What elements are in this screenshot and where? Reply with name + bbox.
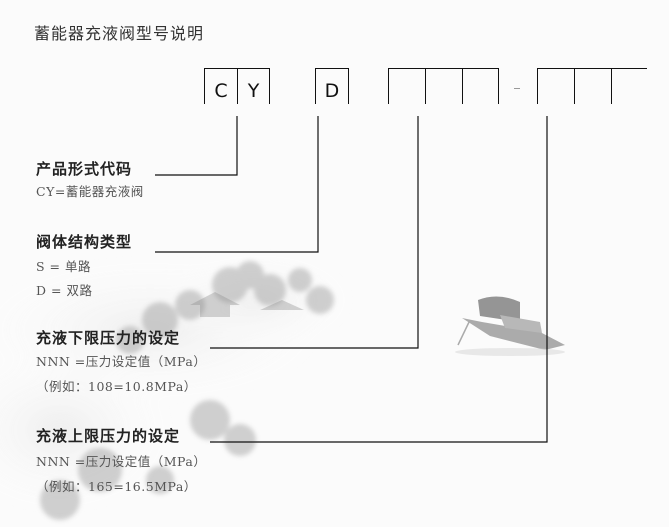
section-desc-upper-pressure: NNN =压力设定值（MPa） <box>36 454 207 469</box>
section-desc-product-code: CY=蓄能器充液阀 <box>36 184 144 199</box>
code-box-6 <box>462 68 499 104</box>
pavilion-shape <box>190 292 304 317</box>
code-box-9 <box>611 68 647 104</box>
section-desc-lower-pressure: NNN =压力设定值（MPa） <box>36 354 207 369</box>
section-heading-valve-type: 阀体结构类型 <box>36 233 133 251</box>
section-desc-valve-type-single: S = 单路 <box>36 259 91 274</box>
code-box-1: C <box>204 68 237 104</box>
code-separator <box>514 88 520 89</box>
connector-valve-type <box>155 116 319 253</box>
code-box-7 <box>537 68 574 104</box>
connector-product-code <box>155 116 238 176</box>
section-example-lower-pressure: （例如：108=10.8MPa） <box>36 379 197 394</box>
code-box-4 <box>388 68 425 104</box>
connector-upper-pressure <box>210 116 548 443</box>
section-desc-valve-type-double: D = 双路 <box>36 283 93 298</box>
page-title: 蓄能器充液阀型号说明 <box>34 24 205 43</box>
code-box-5 <box>425 68 462 104</box>
section-example-upper-pressure: （例如：165=16.5MPa） <box>36 479 197 494</box>
code-box-3: D <box>315 68 349 104</box>
code-box-8 <box>574 68 611 104</box>
code-box-2: Y <box>237 68 270 104</box>
trees-shape <box>40 261 334 520</box>
section-heading-product-code: 产品形式代码 <box>36 160 133 178</box>
section-heading-upper-pressure: 充液上限压力的设定 <box>36 427 181 445</box>
connector-lower-pressure <box>210 116 419 349</box>
boat-shape <box>455 296 565 356</box>
section-heading-lower-pressure: 充液下限压力的设定 <box>36 329 181 347</box>
